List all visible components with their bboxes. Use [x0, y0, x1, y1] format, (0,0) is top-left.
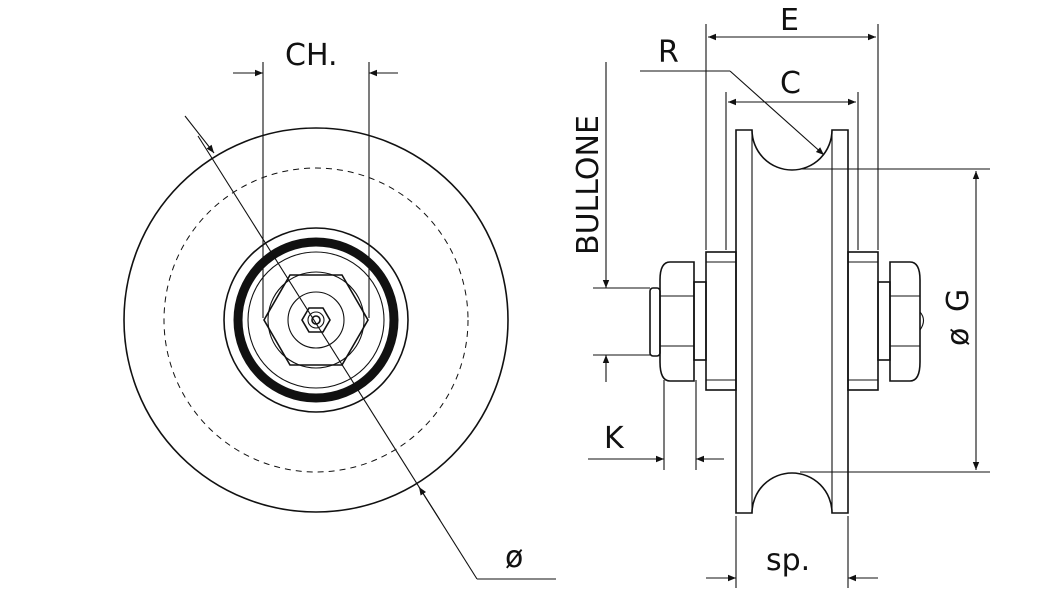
bolt-tip-outer: [307, 311, 325, 329]
bolt-circle: [287, 291, 345, 349]
diameter-arrow-top: [184, 115, 215, 154]
wheel-outer-circle: [123, 127, 509, 513]
bearing-inner-circle: [247, 251, 385, 389]
bullone-label: BULLONE: [571, 115, 606, 255]
bolt-small-hex: [301, 307, 331, 333]
bolt-head-left: [649, 287, 661, 357]
g-diameter-symbol: ø: [941, 328, 976, 346]
washer-right: [877, 281, 891, 361]
nut-right: [889, 261, 921, 382]
diameter-symbol: ø: [505, 540, 523, 575]
nut-left: [659, 261, 695, 382]
sp-label: sp.: [766, 543, 810, 578]
washer-left: [693, 281, 707, 361]
hub-outer-circle: [223, 227, 409, 413]
front-view: CH. ø: [123, 38, 556, 580]
side-view: E C R BULLONE K sp. G ø: [571, 3, 990, 588]
bearing-ring: [233, 237, 399, 403]
nut-washer-circle: [267, 271, 365, 369]
k-label: K: [604, 421, 625, 456]
c-label: C: [780, 66, 801, 101]
diameter-arrow-bottom: [418, 486, 441, 521]
r-label: R: [658, 35, 679, 70]
r-leader-line: [729, 70, 825, 156]
e-label: E: [780, 3, 799, 38]
groove-dashed-circle: [163, 167, 469, 473]
ch-label: CH.: [285, 38, 338, 73]
spacer-right: [847, 251, 879, 391]
wheel-profile: [735, 129, 849, 514]
spacer-left: [705, 251, 737, 391]
g-label: G: [941, 289, 976, 312]
bolt-end-right: [919, 311, 925, 331]
